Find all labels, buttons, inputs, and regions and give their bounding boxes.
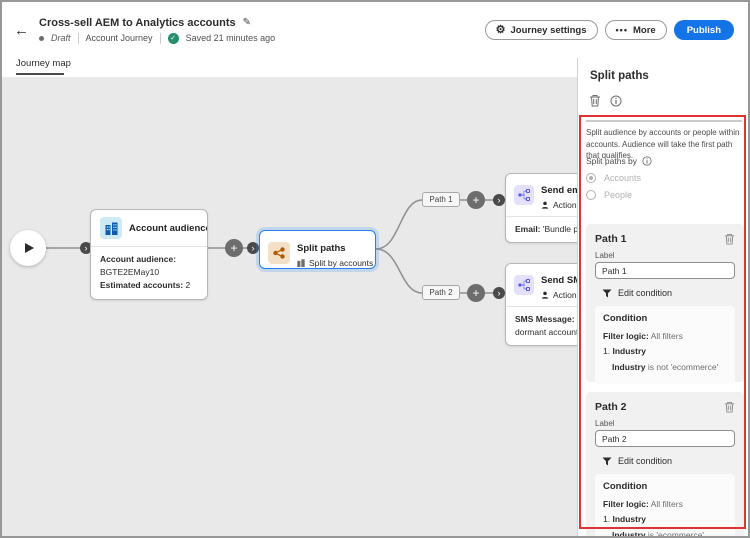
node-subtitle: Split by accounts xyxy=(297,258,373,268)
radio-unselected-icon xyxy=(586,190,596,200)
filter-funnel-icon xyxy=(602,457,612,465)
node-send-email[interactable]: Send email Action on p Email: 'Bundle pr… xyxy=(505,173,577,244)
edit-title-pencil-icon[interactable]: ✎ xyxy=(242,17,252,28)
panel-toolbar xyxy=(589,94,622,107)
radio-people[interactable]: People xyxy=(586,190,632,200)
journey-type-label: Account Journey xyxy=(85,33,153,43)
add-node-button[interactable]: + xyxy=(467,191,485,209)
edge-label-path2: Path 2 xyxy=(422,285,460,300)
edge-label-path1: Path 1 xyxy=(422,192,460,207)
label-field-caption: Label xyxy=(595,251,615,260)
info-icon[interactable] xyxy=(610,95,622,107)
header: ← Cross-sell AEM to Analytics accounts ✎… xyxy=(2,2,748,58)
divider xyxy=(159,32,161,44)
node-title: Account audience xyxy=(129,222,208,234)
person-icon xyxy=(541,291,549,299)
panel-title: Split paths xyxy=(590,70,649,82)
edge-anchor-chevron-icon: › xyxy=(493,287,505,299)
status-badge: Draft xyxy=(51,33,71,43)
node-account-audience[interactable]: Account audience Account audience: BGTE2… xyxy=(90,209,208,300)
edge-anchor-chevron-icon: › xyxy=(493,194,505,206)
journey-canvas[interactable]: › Account audience Ac xyxy=(2,77,577,536)
node-details: Account audience: BGTE2EMay10 Estimated … xyxy=(91,246,207,299)
node-details: SMS Message: 'Engag dormant account con xyxy=(506,306,577,345)
panel-description: Split audience by accounts or people wit… xyxy=(586,128,740,161)
path2-label-input[interactable] xyxy=(595,430,735,447)
buildings-icon xyxy=(100,217,122,239)
split-paths-by-label: Split paths by xyxy=(586,156,652,166)
node-subtitle: Action on p xyxy=(541,290,577,300)
publish-button[interactable]: Publish xyxy=(673,20,734,40)
more-button[interactable]: ••• More xyxy=(604,20,667,40)
person-icon xyxy=(541,201,549,209)
journey-meta: Draft Account Journey ✓ Saved 21 minutes… xyxy=(39,32,276,44)
journey-settings-button[interactable]: ⚙ Journey settings xyxy=(484,20,598,40)
path2-title: Path 2 xyxy=(595,401,627,413)
trash-icon[interactable] xyxy=(589,94,601,107)
divider xyxy=(77,32,79,44)
label-field-caption: Label xyxy=(595,419,615,428)
path1-label-input[interactable] xyxy=(595,262,735,279)
radio-selected-icon xyxy=(586,173,596,183)
radio-accounts[interactable]: Accounts xyxy=(586,173,641,183)
node-send-sms[interactable]: Send SMS Action on p SMS Message: 'Engag… xyxy=(505,263,577,347)
header-actions: ⚙ Journey settings ••• More Publish xyxy=(484,20,734,40)
buildings-mini-icon xyxy=(297,259,305,267)
edge-anchor-chevron-icon: › xyxy=(247,242,259,254)
add-node-button[interactable]: + xyxy=(467,284,485,302)
node-title: Split paths xyxy=(297,243,346,254)
tab-active-indicator xyxy=(16,73,64,75)
action-flow-icon xyxy=(514,275,534,295)
node-title: Send SMS xyxy=(541,275,577,286)
path2-edit-condition-button[interactable]: Edit condition xyxy=(602,456,735,466)
path1-edit-condition-button[interactable]: Edit condition xyxy=(602,288,735,298)
back-arrow-icon[interactable]: ← xyxy=(14,21,29,39)
more-dots-icon: ••• xyxy=(615,25,628,35)
path1-title: Path 1 xyxy=(595,233,627,245)
tab-bar: Journey map xyxy=(2,58,577,77)
journey-start-button[interactable] xyxy=(10,230,46,266)
add-node-button[interactable]: + xyxy=(225,239,243,257)
play-icon xyxy=(25,243,34,253)
journey-edges xyxy=(46,199,508,294)
split-share-icon xyxy=(268,242,290,264)
gear-icon: ⚙ xyxy=(495,23,506,36)
edge-anchor-chevron-icon: › xyxy=(80,242,92,254)
title-block: Cross-sell AEM to Analytics accounts ✎ D… xyxy=(39,17,275,44)
node-subtitle: Action on p xyxy=(541,200,577,210)
saved-check-icon: ✓ xyxy=(167,32,179,44)
path2-card: Path 2 Label Edit condition Conditi xyxy=(586,392,744,536)
trash-icon[interactable] xyxy=(724,401,735,413)
node-title: Send email xyxy=(541,185,577,196)
split-paths-panel: Split paths Split audience by accounts o… xyxy=(577,58,748,536)
saved-status: Saved 21 minutes ago xyxy=(185,33,276,43)
path2-condition-summary: Condition Filter logic: All filters 1. I… xyxy=(595,474,735,536)
node-details: Email: 'Bundle promo xyxy=(506,216,577,242)
path1-condition-summary: Condition Filter logic: All filters 1. I… xyxy=(595,306,735,385)
panel-divider xyxy=(586,120,742,122)
status-dot-icon xyxy=(39,35,44,41)
node-split-paths[interactable]: Split paths Split by accounts xyxy=(259,230,376,269)
trash-icon[interactable] xyxy=(724,233,735,245)
tab-journey-map[interactable]: Journey map xyxy=(16,58,71,69)
action-flow-icon xyxy=(514,185,534,205)
page-title: Cross-sell AEM to Analytics accounts xyxy=(39,16,236,29)
path1-card: Path 1 Label Edit condition Conditi xyxy=(586,224,744,385)
filter-funnel-icon xyxy=(602,289,612,297)
info-icon[interactable] xyxy=(642,156,652,166)
